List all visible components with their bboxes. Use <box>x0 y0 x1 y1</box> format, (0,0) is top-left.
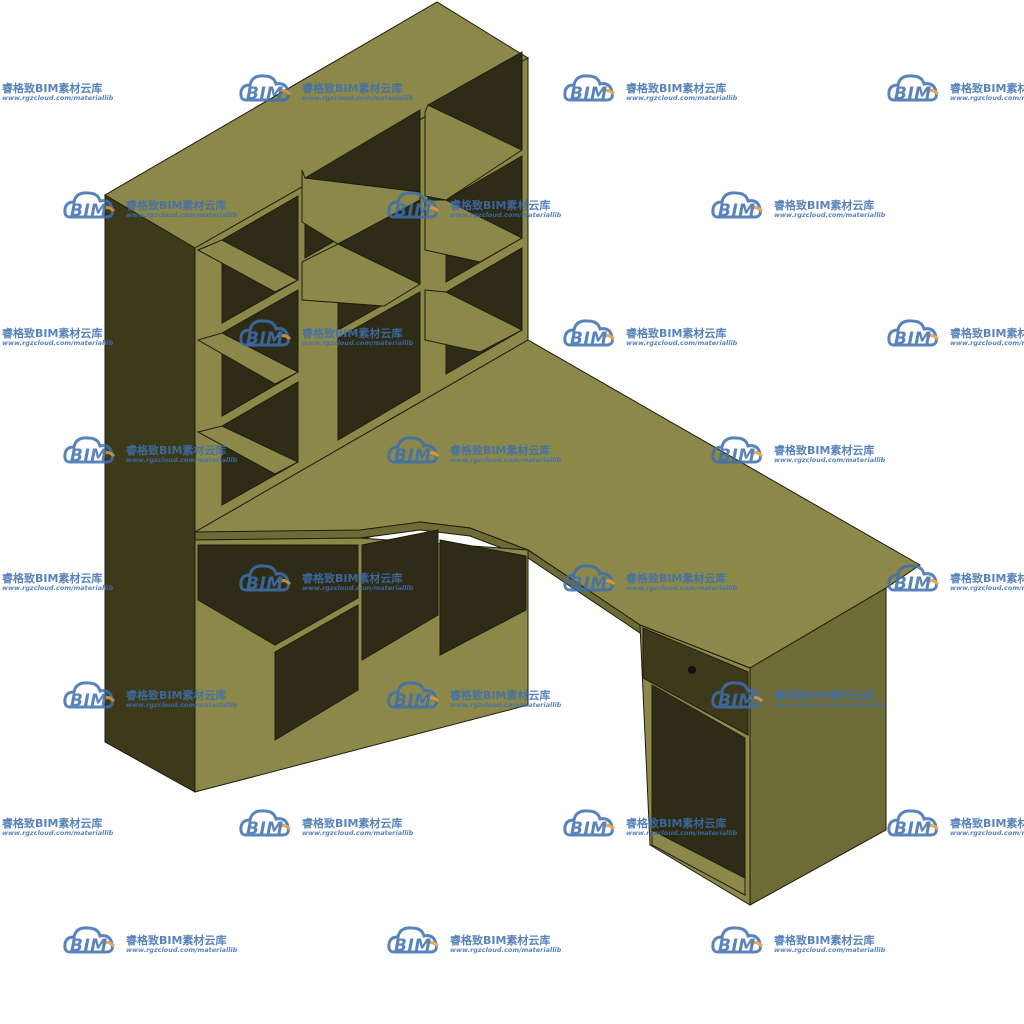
drawer-lock-icon <box>688 666 696 674</box>
pedestal-shelf <box>651 829 746 896</box>
bookshelf-left-side <box>104 194 196 793</box>
lower-cabinet-cubbies <box>197 529 527 741</box>
cubby-shelves <box>196 104 524 475</box>
